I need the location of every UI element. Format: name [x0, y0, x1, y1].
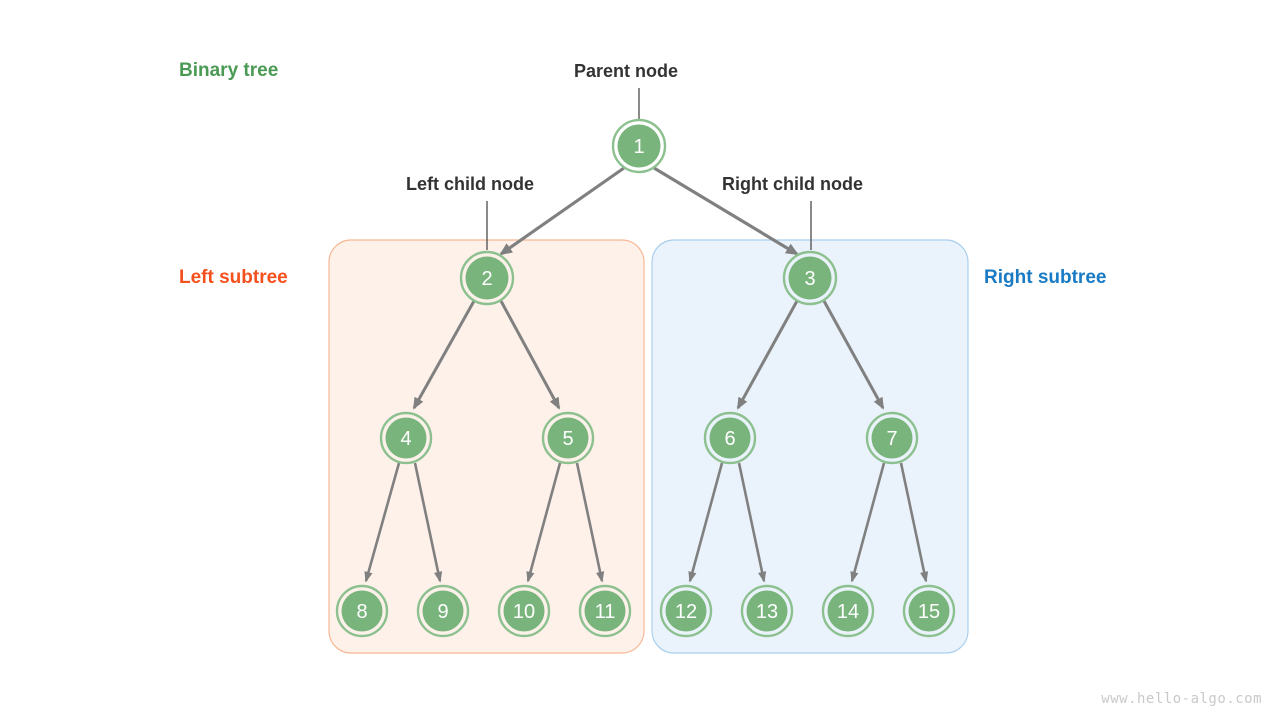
tree-node-1[interactable]: 1: [611, 118, 667, 174]
node-ring: [578, 584, 632, 638]
node-circle: [908, 590, 950, 632]
left-subtree-label: Left subtree: [179, 267, 288, 288]
edge-5-10: [526, 462, 562, 583]
node-ring: [497, 584, 551, 638]
node-ring: [782, 250, 838, 306]
tree-node-3[interactable]: 3: [782, 250, 838, 306]
node-ring: [459, 250, 515, 306]
right-child-node-label: Right child node: [722, 174, 863, 194]
diagram-title: Binary tree: [179, 60, 279, 81]
parent-node-label: Parent node: [574, 61, 679, 81]
node-circle: [871, 417, 913, 459]
node-circle: [385, 417, 427, 459]
node-ring: [611, 118, 667, 174]
right-subtree-label: Right subtree: [984, 267, 1107, 288]
node-circle: [584, 590, 626, 632]
node-circle: [422, 590, 464, 632]
left-child-node-label: Left child node: [406, 174, 534, 194]
node-circle: [503, 590, 545, 632]
node-circle: [665, 590, 707, 632]
edge-5-11: [575, 462, 605, 583]
tree-node-13[interactable]: 13: [740, 584, 794, 638]
edge-6-12: [688, 462, 724, 583]
node-value: 2: [481, 268, 492, 290]
node-ring: [703, 411, 757, 465]
node-circle: [827, 590, 869, 632]
tree-node-14[interactable]: 14: [821, 584, 875, 638]
node-circle: [746, 590, 788, 632]
node-ring: [335, 584, 389, 638]
node-value: 5: [562, 428, 573, 450]
edge-3-6: [736, 300, 799, 410]
node-value: 3: [804, 268, 815, 290]
node-value: 8: [356, 601, 367, 623]
tree-node-2[interactable]: 2: [459, 250, 515, 306]
edge-7-14: [850, 462, 886, 583]
tree-node-9[interactable]: 9: [416, 584, 470, 638]
right-subtree-box: [651, 239, 969, 654]
node-circle: [465, 256, 509, 300]
tree-nodes: 1 2 3 4 5: [335, 118, 956, 638]
node-circle: [547, 417, 589, 459]
tree-node-4[interactable]: 4: [379, 411, 433, 465]
edge-4-8: [364, 462, 401, 583]
edge-4-9: [413, 462, 443, 583]
node-ring: [865, 411, 919, 465]
edge-3-7: [822, 300, 885, 410]
tree-node-12[interactable]: 12: [659, 584, 713, 638]
subtree-group-boxes: [328, 239, 969, 654]
tree-node-11[interactable]: 11: [578, 584, 632, 638]
edge-1-2: [499, 166, 625, 256]
node-circle: [617, 124, 661, 168]
edge-2-5: [499, 300, 561, 410]
tree-edges: [364, 166, 929, 583]
node-value: 1: [633, 136, 644, 158]
node-circle: [341, 590, 383, 632]
node-value: 6: [724, 428, 735, 450]
node-ring: [821, 584, 875, 638]
node-value: 10: [513, 601, 535, 623]
node-value: 14: [837, 601, 859, 623]
node-ring: [659, 584, 713, 638]
node-ring: [740, 584, 794, 638]
node-circle: [709, 417, 751, 459]
node-value: 12: [675, 601, 697, 623]
tree-node-5[interactable]: 5: [541, 411, 595, 465]
edge-2-4: [412, 300, 476, 410]
node-ring: [902, 584, 956, 638]
node-value: 15: [918, 601, 940, 623]
edge-6-13: [737, 462, 767, 583]
node-value: 11: [595, 601, 616, 623]
tree-node-10[interactable]: 10: [497, 584, 551, 638]
tree-node-6[interactable]: 6: [703, 411, 757, 465]
node-value: 7: [886, 428, 897, 450]
node-value: 13: [756, 601, 778, 623]
tree-node-8[interactable]: 8: [335, 584, 389, 638]
pointer-lines: [486, 88, 812, 250]
node-value: 4: [400, 428, 411, 450]
node-ring: [416, 584, 470, 638]
watermark: www.hello-algo.com: [1101, 691, 1262, 707]
node-circle: [788, 256, 832, 300]
tree-node-7[interactable]: 7: [865, 411, 919, 465]
tree-node-15[interactable]: 15: [902, 584, 956, 638]
node-value: 9: [437, 601, 448, 623]
edge-1-3: [653, 166, 799, 256]
edge-7-15: [899, 462, 929, 583]
node-ring: [379, 411, 433, 465]
node-ring: [541, 411, 595, 465]
